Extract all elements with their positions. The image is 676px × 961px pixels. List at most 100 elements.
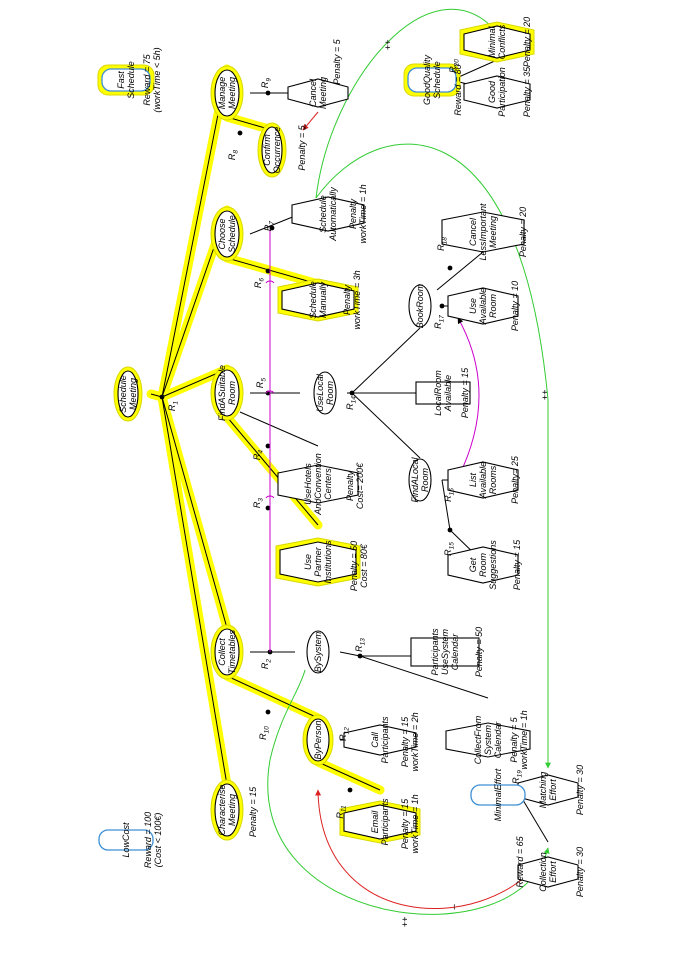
link-r1-manage — [161, 68, 228, 398]
minimal-effort-label: MinimalEffort — [493, 768, 503, 821]
link-bookroom-cancelless — [436, 251, 484, 291]
refinement-label-r4: R4 — [252, 450, 265, 461]
low-cost-node: LowCost — [98, 822, 154, 858]
a-low-cost-annotation: Reward = 100(Cost < 100€) — [143, 812, 163, 868]
matching-effort-label: MatchingEffort — [538, 772, 558, 809]
schedule-automatically-label: ScheduleAutomatically — [318, 187, 338, 242]
refinement-label-r11: R11 — [335, 805, 348, 819]
refinement-label-r13: R13 — [354, 638, 367, 652]
participants-calendar-label: ParticipantsUseSystemCalendar — [430, 628, 460, 676]
refinement-label-r3: R3 — [252, 498, 265, 509]
labels-layer: Reward = 100(Cost < 100€) Reward = 75(wor… — [142, 17, 585, 927]
refinement-dot-r15 — [447, 527, 453, 533]
negative-line-cancel-confirm — [302, 111, 319, 131]
refinement-dot-r10 — [265, 709, 271, 715]
by-person-label: ByPerson — [313, 720, 323, 759]
cancel-meeting-node: CancelMeeting — [287, 77, 349, 109]
a-fast-schedule-annotation: Reward = 75(workTime < 5h) — [142, 47, 162, 112]
refinement-dot-r4 — [265, 443, 271, 449]
find-suitable-room-node: FindASuitableRoom — [210, 365, 244, 421]
a-auto-annotation: PenaltyworkTime = 1h — [348, 184, 368, 243]
characterise-meeting-node: CharacteriseMeeting — [210, 779, 244, 841]
refinement-label-r12: R12 — [338, 727, 351, 741]
refinement-label-r17: R17 — [433, 315, 446, 329]
confirm-occurrence-label: ConfirmOccurrence — [262, 127, 282, 174]
book-room-label: BookRoom — [415, 283, 425, 328]
a-characterise-annotation: Penalty = 15 — [248, 786, 258, 837]
book-room-node: BookRoom — [408, 283, 432, 328]
a-use-avail-annotation: Penalty = 10 — [510, 281, 520, 331]
link-r13-collectcal — [359, 655, 489, 699]
a-manual-annotation: PenaltyworkTime = 3h — [342, 270, 362, 329]
low-cost-label: LowCost — [121, 822, 131, 858]
choose-schedule-node: ChooseSchedule — [210, 206, 244, 262]
a-list-rooms-annotation: Penalty= 25 — [510, 455, 520, 504]
collection-effort-label: CollectionEffort — [538, 852, 558, 892]
refinement-label-r1: R1 — [167, 401, 180, 412]
refinement-label-r6: R6 — [253, 278, 266, 289]
m-minus-cancel-mark: -- — [300, 124, 310, 130]
positive-curve-auto-minconf — [315, 8, 496, 199]
minimal-conflicts-node: MinimalConflicts — [459, 21, 535, 63]
link-r1-collect — [161, 396, 228, 629]
link-find-partner — [226, 416, 319, 526]
list-available-rooms-label: ListAvailableRooms — [468, 462, 498, 499]
refinement-dot-r11 — [347, 787, 353, 793]
refinement-dot-r18 — [447, 265, 453, 271]
a-get-room-annotation: Penalty = 15 — [512, 539, 522, 590]
m-minus-bottom-mark: -- — [449, 904, 459, 910]
refinement-dot-r7 — [269, 225, 275, 231]
local-room-available-node: LocalRoomAvailable — [415, 370, 471, 416]
a-minimal-effort-annotation: Reward = 65 — [515, 835, 525, 887]
a-good-part-annotation: Penalty = 35 — [522, 66, 532, 117]
link-r14-bookroom — [351, 327, 421, 394]
positive-curve-bysystem-collection — [267, 669, 550, 915]
schedule-automatically-node: ScheduleAutomatically — [291, 187, 365, 242]
a-collect-cal-annotation: Penalty = 5workTime = 1h — [509, 710, 529, 769]
email-participants-node: EmailParticipants — [339, 798, 421, 846]
good-participation-node: GoodParticipation — [463, 67, 531, 117]
a-cancel-less-annotation: Penalty = 20 — [518, 207, 528, 257]
schedule-manually-label: ScheduleManually — [308, 281, 328, 319]
schedule-meeting-label: ScheduleMeeting — [118, 375, 138, 413]
by-system-node: BySystem — [306, 630, 330, 674]
conflict-curve-list-useavail — [457, 317, 480, 479]
a-partner-annotation: Penalty = 50Cost = 80€ — [349, 541, 369, 591]
a-local-room-annotation: Penalty = 15 — [460, 367, 470, 418]
collect-timetables-node: CollectTimetables — [210, 624, 244, 680]
find-suitable-room-label: FindASuitableRoom — [217, 365, 237, 421]
a-email-annotation: Penalty = 15workTime = 1h — [400, 794, 420, 853]
minimal-effort-node: MinimalEffort — [470, 768, 526, 821]
call-participants-label: CallParticipants — [370, 716, 390, 764]
by-person-node: ByPerson — [302, 714, 334, 766]
use-local-room-node: UseLocalRoom — [313, 371, 337, 415]
refinement-label-r14: R14 — [345, 396, 358, 410]
refinement-label-r7: R7 — [263, 221, 276, 232]
refinement-label-r8: R8 — [227, 150, 240, 161]
email-participants-label: EmailParticipants — [370, 798, 390, 846]
refinement-label-r10: R10 — [258, 726, 271, 740]
link-r19-collection — [519, 794, 549, 843]
a-matching-annotation: Penalty = 30 — [575, 765, 585, 815]
fast-schedule-node: FastSchedule — [97, 61, 155, 99]
a-participants-cal-annotation: Penalty = 50 — [474, 627, 484, 677]
link-find-hotels — [239, 411, 319, 447]
a-hotels-annotation: PenaltyCost= 200€ — [345, 462, 365, 509]
conflict-arc-r5 — [265, 390, 275, 394]
refinement-dot-r1 — [159, 394, 165, 400]
m-plusplus-top-mark: ++ — [383, 40, 393, 51]
refinement-dot-r13 — [357, 653, 363, 659]
nodes-layer: ScheduleMeetingCharacteriseMeetingCollec… — [97, 21, 579, 892]
collection-effort-node: CollectionEffort — [517, 852, 579, 892]
a-cancel-annotation: Penalty = 5 — [332, 38, 342, 84]
cancel-meeting-label: CancelMeeting — [308, 77, 328, 109]
m-plusplus-bottom-mark: ++ — [400, 917, 410, 928]
a-min-conf-annotation: Penalty = 20 — [522, 17, 532, 67]
good-participation-label: GoodParticipation — [487, 67, 507, 117]
refinement-label-r16: R16 — [443, 488, 456, 502]
use-available-room-node: UseAvailableRoom — [447, 287, 519, 325]
link-bysystem-r13 — [339, 651, 361, 657]
a-confirm-annotation: Penalty = 5 — [297, 124, 307, 170]
